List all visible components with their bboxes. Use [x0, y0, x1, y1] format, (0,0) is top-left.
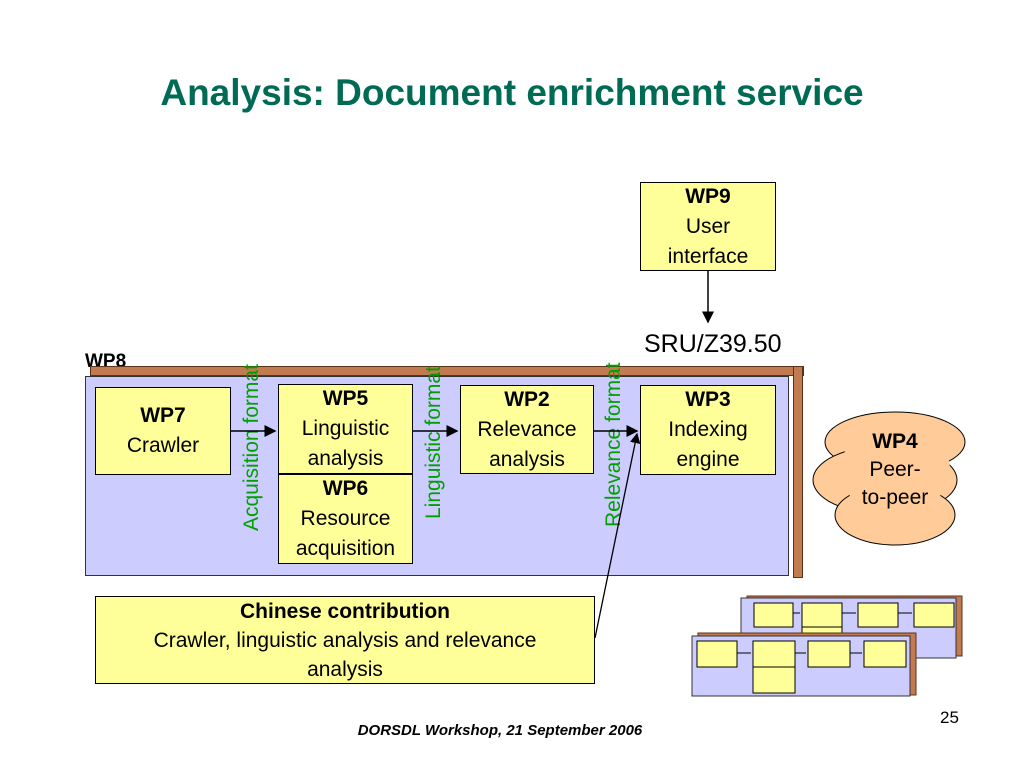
- wp2-id: WP2: [504, 387, 550, 411]
- wp7-id: WP7: [140, 404, 186, 427]
- wp3-id: WP3: [685, 388, 731, 411]
- wp9-line2: interface: [667, 244, 749, 268]
- wp6-line2: acquisition: [295, 537, 396, 560]
- arrow-chinese-to-wp3: [594, 432, 641, 639]
- wp3-line2: engine: [676, 448, 740, 471]
- footer-text: DORSDL Workshop, 21 September 2006: [357, 722, 643, 739]
- wp5-line1: Linguistic: [301, 417, 390, 440]
- wp6-id: WP6: [322, 477, 369, 500]
- chinese-contribution-box: Chinese contribution Crawler, linguistic…: [95, 596, 595, 684]
- wp8-shadow-top: [90, 366, 804, 376]
- chinese-line2: analysis: [307, 657, 383, 681]
- page-number: 25: [940, 708, 959, 727]
- wp4-line2: to-peer: [861, 486, 929, 509]
- wp4-line1: Peer-: [869, 458, 921, 481]
- chinese-heading: Chinese contribution: [240, 599, 450, 623]
- wp2-box: WP2 Relevance analysis: [460, 385, 594, 474]
- wp3-line1: Indexing: [668, 418, 748, 441]
- wp5-line2: analysis: [307, 447, 384, 470]
- wp3-box: WP3 Indexing engine: [640, 385, 776, 475]
- sru-label: SRU/Z39.50: [644, 330, 782, 358]
- wp6-line1: Resource: [300, 507, 391, 530]
- wp5-id: WP5: [322, 387, 369, 410]
- wp4-id: WP4: [872, 430, 918, 453]
- wp6-box: WP6 Resource acquisition: [278, 474, 413, 564]
- chinese-line1: Crawler, linguistic analysis and relevan…: [153, 628, 537, 652]
- wp2-line2: analysis: [489, 447, 565, 471]
- wp7-box: WP7 Crawler: [95, 387, 231, 475]
- wp2-line1: Relevance: [477, 417, 577, 441]
- wp5-box: WP5 Linguistic analysis: [278, 384, 413, 474]
- wp9-box: WP9 User interface: [640, 182, 776, 271]
- mini-diagram-front: [691, 632, 917, 697]
- wp8-shadow-right: [793, 366, 803, 578]
- wp9-line1: User: [685, 214, 731, 238]
- wp4-text: WP4 Peer- to-peer: [835, 428, 955, 512]
- wp4-cloud: [812, 411, 966, 546]
- wp7-line1: Crawler: [126, 434, 200, 457]
- slide-title: Analysis: Document enrichment service: [160, 72, 864, 113]
- wp9-id: WP9: [685, 184, 731, 208]
